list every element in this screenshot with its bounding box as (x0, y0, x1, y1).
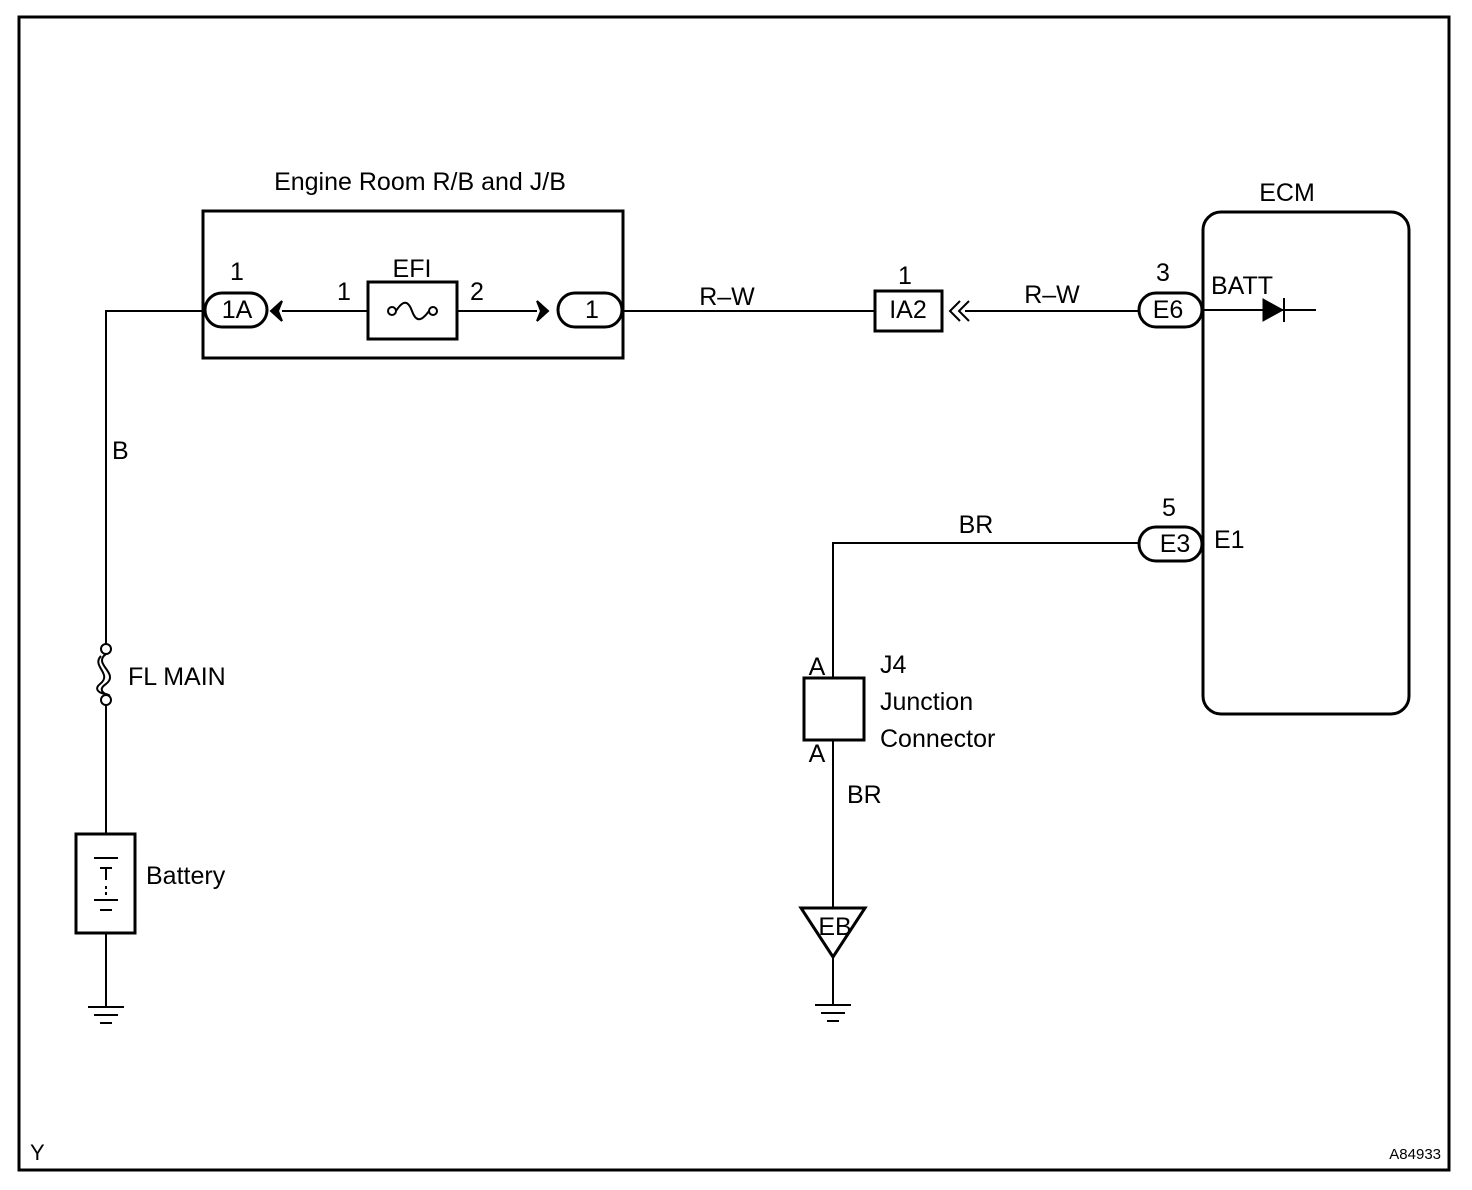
fuse-efi-element (395, 301, 430, 321)
e1-terminal-label: E1 (1214, 526, 1245, 554)
connector-ia2 (873, 289, 944, 333)
connector-e6 (1137, 291, 1204, 329)
jb-title: Engine Room R/B and J/B (274, 168, 566, 196)
diagram-frame (17, 15, 1451, 1172)
wire-b (105, 310, 205, 648)
connector-e3-label: E3 (1160, 530, 1191, 558)
efi-pin-out: 2 (470, 278, 484, 306)
ground-eb-label: EB (818, 913, 851, 941)
connector-out-1 (556, 291, 624, 329)
wire-br-upper (832, 542, 1139, 678)
j4-title-line1: J4 (880, 651, 907, 679)
connector-out-arrow (536, 300, 550, 322)
connector-1a-arrow (269, 300, 283, 322)
connector-1a-label: 1A (222, 296, 253, 324)
ia2-pin-number: 1 (898, 262, 912, 290)
j4-title-line3: Connector (880, 725, 995, 753)
ground-eb-triangle (798, 906, 868, 960)
wire-br-label-bottom: BR (847, 781, 882, 809)
efi-pin-in: 1 (337, 278, 351, 306)
fusible-link-icon (96, 653, 112, 697)
junction-connector-j4 (802, 676, 866, 742)
fl-main-terminal-bottom (100, 694, 112, 706)
battery-box (74, 832, 137, 935)
relay-junction-block (201, 209, 625, 360)
battery-icon (94, 857, 118, 911)
batt-terminal-label: BATT (1211, 272, 1273, 300)
diode-icon (1262, 298, 1285, 322)
figure-id: A84933 (1389, 1146, 1441, 1163)
e6-pin-number: 3 (1156, 259, 1170, 287)
connector-ia2-label: IA2 (889, 296, 927, 324)
j4-pin-a-bottom: A (809, 740, 826, 768)
connector-ia2-arrow (948, 300, 970, 322)
fuse-efi-terminal-right (428, 306, 438, 316)
wire-b-label: B (112, 437, 129, 465)
corner-mark-left: Y (30, 1140, 45, 1165)
pin-1a-number: 1 (230, 258, 244, 286)
wire-br-label-top: BR (959, 511, 994, 539)
ground-left-icon (88, 1006, 124, 1024)
j4-pin-a-top: A (809, 653, 826, 681)
wire-rw-label-1: R–W (699, 283, 755, 311)
connector-out-1-label: 1 (585, 296, 599, 324)
fuse-efi-terminal-left (387, 306, 397, 316)
wire-rw-label-2: R–W (1024, 281, 1080, 309)
fl-main-label: FL MAIN (128, 663, 226, 691)
ecm-box (1201, 210, 1411, 716)
e3-pin-number: 5 (1162, 494, 1176, 522)
battery-label: Battery (146, 862, 226, 890)
fl-main-terminal-top (100, 643, 112, 655)
connector-e6-label: E6 (1153, 296, 1184, 324)
fuse-efi-label: EFI (393, 255, 432, 283)
ground-right-icon (815, 1004, 851, 1022)
ecm-title: ECM (1259, 179, 1315, 207)
j4-title-line2: Junction (880, 688, 973, 716)
